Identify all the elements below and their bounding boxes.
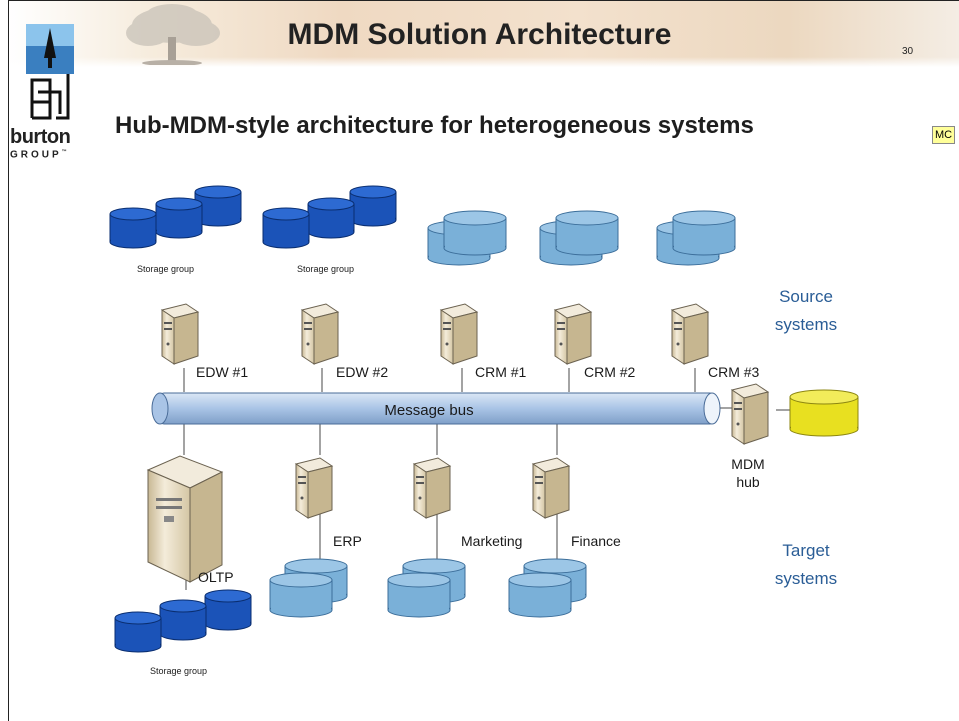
storage-group-1-label: Storage group [137,264,194,274]
oltp-server [146,455,224,583]
finance-database [508,558,587,618]
marketing-label: Marketing [461,533,522,549]
mdm-hub-label-line1: MDM [731,456,764,472]
marketing-server [413,457,451,519]
storage-group-3-label: Storage group [150,666,207,676]
frame-left [8,0,9,721]
storage-group-1 [109,185,242,249]
comment-tag[interactable]: MC [932,126,956,144]
slide-title: MDM Solution Architecture [287,18,672,51]
oltp-label: OLTP [198,569,234,585]
slide-subtitle: Hub-MDM-style architecture for heterogen… [115,112,754,139]
marketing-database [387,558,466,618]
mdm-hub-server [731,383,769,445]
source-systems-label-line2: systems [775,315,837,334]
erp-database [269,558,348,618]
finance-server [532,457,570,519]
message-bus-label: Message bus [384,402,473,419]
crm2-database [539,210,619,266]
tree-image [126,4,220,65]
logo-group: GROUP™ [10,149,67,160]
crm3-database [656,210,736,266]
mdm-hub-label-line2: hub [736,474,760,490]
logo-word: burton [10,126,71,148]
crm1-label: CRM #1 [475,364,527,380]
burton-group-logo [26,24,74,120]
storage-group-2-label: Storage group [297,264,354,274]
frame-top [8,0,959,1]
crm1-database [427,210,507,266]
crm2-label: CRM #2 [584,364,636,380]
erp-label: ERP [333,533,362,549]
crm1-server [440,303,478,365]
target-systems-label-line2: systems [775,569,837,588]
source-systems-label-line1: Source [779,287,833,306]
edw2-server [301,303,339,365]
storage-group-2 [262,185,397,249]
crm3-server [671,303,709,365]
crm3-label: CRM #3 [708,364,760,380]
erp-server [295,457,333,519]
source-connectors [183,368,696,392]
slide-number: 30 [902,46,914,57]
logo-group-text: GROUP [10,149,62,161]
edw2-label: EDW #2 [336,364,388,380]
edw1-server [161,303,199,365]
storage-group-3 [114,589,252,653]
crm2-server [554,303,592,365]
target-systems-label-line1: Target [782,541,830,560]
logo-trademark: ™ [61,149,67,155]
edw1-label: EDW #1 [196,364,248,380]
finance-label: Finance [571,533,621,549]
mdm-database [789,389,859,437]
target-connectors [183,407,790,590]
message-bus [151,392,721,425]
